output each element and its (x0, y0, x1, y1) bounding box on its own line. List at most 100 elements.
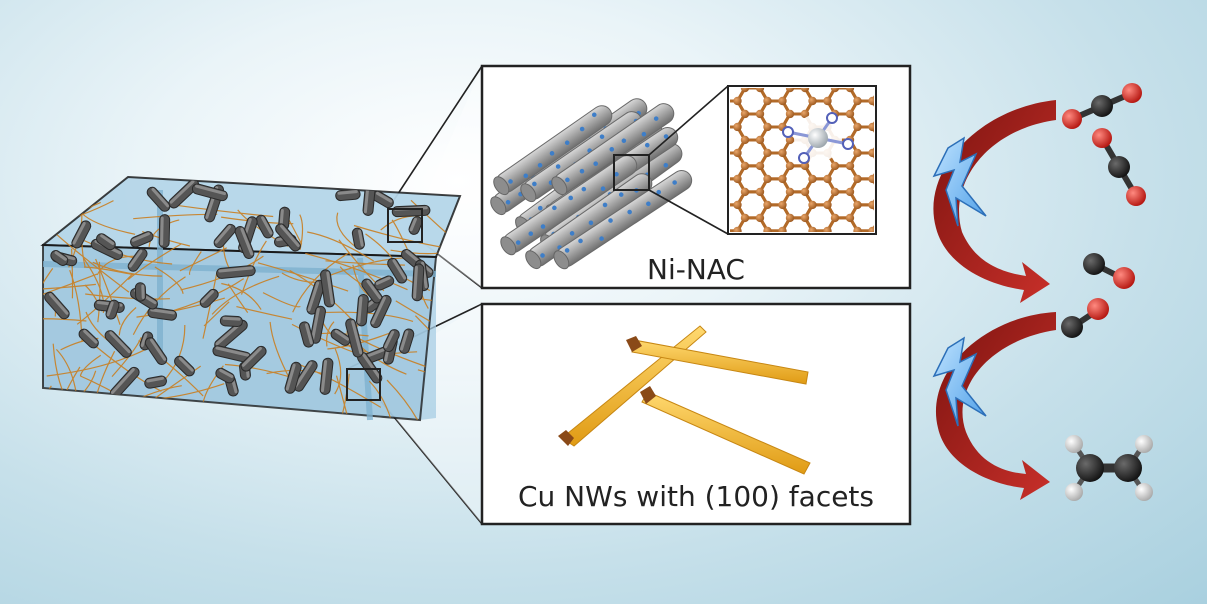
zoom-box-atomic (613, 154, 650, 191)
reaction-arrow-co-to-c2h4 (932, 312, 1056, 500)
nanotube-particle (255, 214, 274, 239)
nanotube-particle (330, 328, 351, 346)
nanotube-particle (127, 248, 148, 272)
cu-nanowire-fiber (240, 240, 267, 295)
cu-nanowire-fiber (262, 292, 301, 308)
cu-nanowire-fiber (335, 375, 355, 420)
nanotube-particle (191, 183, 228, 202)
cu-nanowire-fiber (95, 258, 121, 325)
cu-nanowire-fiber (85, 293, 170, 300)
nanotube-particle (216, 265, 256, 279)
nanotube-particle (96, 233, 116, 251)
nanotube-particle (105, 299, 120, 320)
co-molecule (1061, 298, 1109, 338)
nanotube-particle (144, 375, 167, 389)
zoom-box-cunw (346, 368, 381, 401)
carbon-nanotube (500, 155, 638, 256)
cu-nanowire-fiber (56, 234, 130, 293)
cu-nanowire-fiber (148, 219, 180, 247)
nanotube-particle (382, 329, 400, 353)
cu-nanowire-fiber (211, 275, 280, 315)
nanotube-particle (144, 337, 168, 365)
nanotube-particle (134, 282, 147, 302)
nanotube-particle (78, 328, 99, 349)
cu-nanowire-fiber (43, 283, 96, 290)
ni-nac-panel (480, 64, 912, 290)
cu-nanowire-fiber (154, 266, 184, 294)
cu-nanowire-fiber (236, 306, 293, 320)
lightning-icon (932, 336, 987, 427)
cu-nanowire-fiber (43, 268, 54, 313)
cu-nanowire-fiber (43, 385, 52, 420)
nanotube-particle (309, 305, 326, 344)
cu-nanowire-fiber (46, 345, 153, 377)
lightning-icon (932, 136, 987, 227)
cu-nanowire-fiber (127, 243, 182, 280)
cu-nanowire-fiber (43, 273, 98, 306)
ni-nac-label: Ni-NAC (647, 253, 745, 286)
cu-nanowire-fiber (368, 380, 394, 420)
cu-nanowire-fiber (292, 252, 349, 313)
graphene-lattice-ni-site (730, 88, 874, 232)
co-molecule (1083, 253, 1135, 289)
cu-nanowire-2 (626, 336, 809, 385)
zoom-box-ninac (387, 208, 423, 243)
cu-nanowire-fiber (307, 231, 375, 262)
nanotube-particle (374, 275, 395, 291)
nanotube-particle (355, 294, 369, 327)
cu-nanowire-fiber (326, 321, 335, 347)
cu-nanowire-fiber (188, 251, 202, 276)
electrode-block (40, 175, 462, 422)
nanotube-particle (391, 204, 431, 218)
cu-nw-label: Cu NWs with (100) facets (517, 480, 874, 513)
cu-nw-panel (480, 302, 912, 526)
nanotube-particle (345, 318, 364, 358)
ni-atom (808, 128, 828, 148)
nanotube-particle (351, 227, 365, 250)
nanotube-particle (408, 216, 423, 235)
cu-nanowire-fiber (96, 255, 138, 276)
nanotube-particle (215, 367, 235, 384)
nanotube-particle (240, 345, 267, 372)
nanotube-particle (298, 321, 315, 348)
ethylene-molecule (1065, 435, 1153, 501)
cu-nanowire-fiber (336, 212, 358, 249)
cu-nanowire-fiber (386, 379, 430, 420)
cu-nanowire-fiber (331, 373, 350, 420)
carbon-nanotube (551, 103, 675, 196)
nanotube-particle (293, 360, 318, 392)
nanotube-particle (411, 263, 425, 302)
nanotube-particle (174, 355, 195, 377)
co2-molecule (1092, 128, 1146, 206)
nanotube-particle (234, 225, 255, 260)
cu-nanowire-fiber (79, 354, 102, 377)
nanotube-particle (130, 231, 154, 248)
nanotube-particle (319, 357, 334, 395)
cu-nanowire-fiber (257, 262, 349, 292)
curved-arrow-icon (933, 100, 1056, 303)
nanotube-particle (146, 186, 171, 212)
cu-nanowire-fiber (43, 318, 87, 327)
nanotube-particle (320, 269, 335, 308)
nanotube-particle (284, 361, 302, 394)
nanotube-particle (275, 223, 301, 252)
reaction-arrow-co2-to-co (932, 100, 1056, 303)
co2-molecule (1062, 83, 1142, 129)
nanotube-particle (335, 188, 361, 202)
cu-nanowire-fiber (305, 252, 408, 291)
nanotube-particle (199, 288, 219, 308)
carbon-nanotube (493, 105, 613, 196)
cu-nanowire-3 (640, 386, 811, 475)
nanotube-particle (387, 257, 408, 284)
nanotube-particle (370, 294, 392, 329)
cu-nanowire-fiber (118, 307, 137, 336)
carbon-nanotube-bundle (44, 177, 434, 399)
cu-nanowire-fiber (410, 199, 447, 234)
cu-nanowire-fiber (221, 282, 262, 310)
nanotube-particle (398, 328, 415, 354)
nanotube-particle (219, 315, 243, 328)
nanotube-particle (71, 220, 92, 249)
cu-nanowire-fiber (179, 247, 227, 272)
nanotube-particle (147, 307, 177, 321)
